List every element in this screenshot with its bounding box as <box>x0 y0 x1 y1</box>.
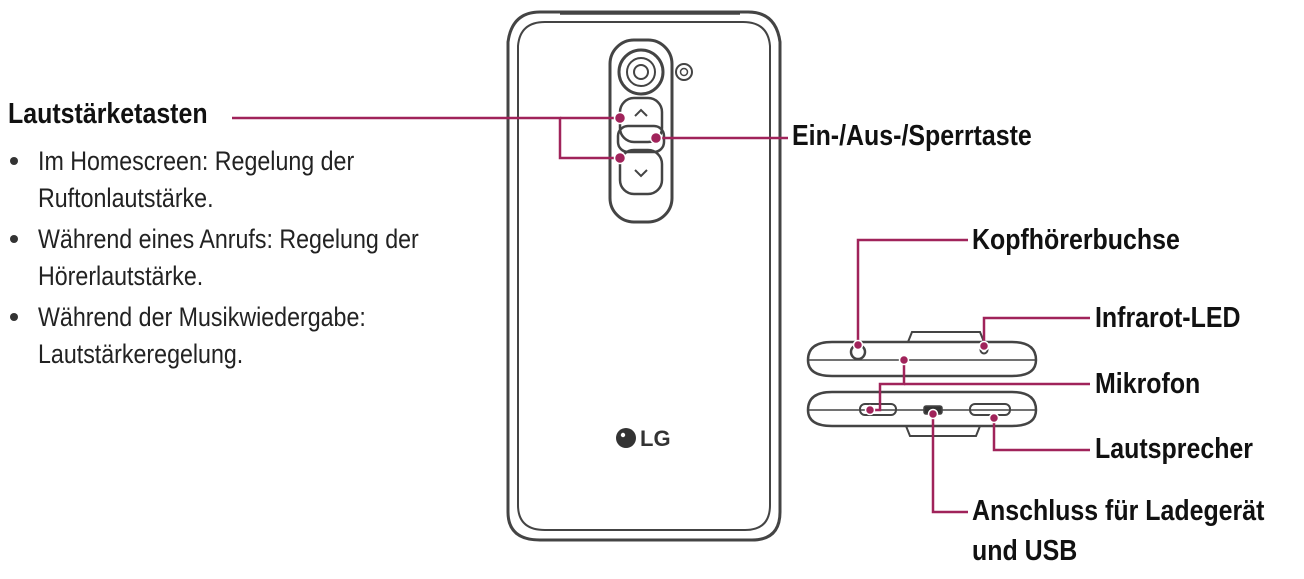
leader-dots <box>613 111 1000 424</box>
dot-speaker <box>988 412 1000 424</box>
dot-charger-port <box>927 408 939 420</box>
list-item: Während eines Anrufs: Regelung der Hörer… <box>10 221 480 295</box>
volume-down-key <box>618 148 664 196</box>
bullet-text-homescreen: Im Homescreen: Regelung der Ruftonlautst… <box>38 146 355 213</box>
leader-headphone-jack <box>856 238 968 345</box>
dot-infrared-led <box>978 340 990 352</box>
chevron-down-icon <box>634 169 648 178</box>
dot-volume-down <box>613 151 627 165</box>
leader-microphone <box>870 360 906 412</box>
phone-bottom-edge <box>806 390 1038 437</box>
label-headphone-jack: Kopfhörerbuchse <box>972 224 1180 256</box>
phone-inner-outline <box>517 21 771 531</box>
label-microphone: Mikrofon <box>1095 368 1201 400</box>
leader-charger-port <box>931 414 968 514</box>
leader-lines <box>232 116 1090 514</box>
lg-logo-emblem <box>616 428 636 448</box>
lg-logo-text: LG <box>640 426 671 451</box>
camera-lens-outer <box>617 48 665 96</box>
bullet-icon <box>10 157 18 165</box>
list-item: Im Homescreen: Regelung der Ruftonlautst… <box>10 143 480 217</box>
chevron-up-icon <box>634 108 648 117</box>
leader-volume-keys <box>232 116 620 160</box>
label-volume-keys: Lautstärketasten <box>8 98 208 130</box>
top-edge-outline <box>806 340 1038 378</box>
flash-icon-inner <box>679 67 689 77</box>
phone-back <box>506 10 782 542</box>
lg-logo: LG <box>616 426 671 451</box>
list-item: Während der Musikwiedergabe: Lautstärker… <box>10 299 480 373</box>
bottom-edge-outline <box>806 390 1038 428</box>
microphone-grille <box>859 403 897 416</box>
bullet-icon <box>10 313 18 321</box>
rear-key-cluster <box>608 38 693 224</box>
bullet-icon <box>10 235 18 243</box>
phone-top-edge <box>806 331 1038 378</box>
camera-key-housing <box>608 38 674 224</box>
phone-outer-outline <box>506 10 782 542</box>
label-speaker: Lautsprecher <box>1095 433 1254 465</box>
bullet-text-call: Während eines Anrufs: Regelung der Hörer… <box>38 224 419 291</box>
volume-keys-bullet-list: Im Homescreen: Regelung der Ruftonlautst… <box>10 143 480 377</box>
label-infrared-led: Infrarot-LED <box>1095 302 1241 334</box>
dot-volume-up <box>613 111 627 125</box>
leader-speaker <box>992 418 1090 452</box>
dot-power-key <box>649 131 663 145</box>
dot-headphone-jack <box>852 339 864 351</box>
bullet-text-music: Während der Musikwiedergabe: Lautstärker… <box>38 302 366 369</box>
label-power-key: Ein-/Aus-/Sperrtaste <box>792 120 1032 152</box>
leader-infrared-led <box>982 316 1090 346</box>
dot-microphone <box>898 354 910 366</box>
camera-lens-inner <box>633 64 649 80</box>
flash-icon <box>675 63 693 81</box>
label-charger-port-line2: und USB <box>972 535 1078 567</box>
label-charger-port-line1: Anschluss für Ladegerät <box>972 495 1265 527</box>
dot-microphone-bottom <box>864 404 876 416</box>
camera-lens-middle <box>626 57 656 87</box>
